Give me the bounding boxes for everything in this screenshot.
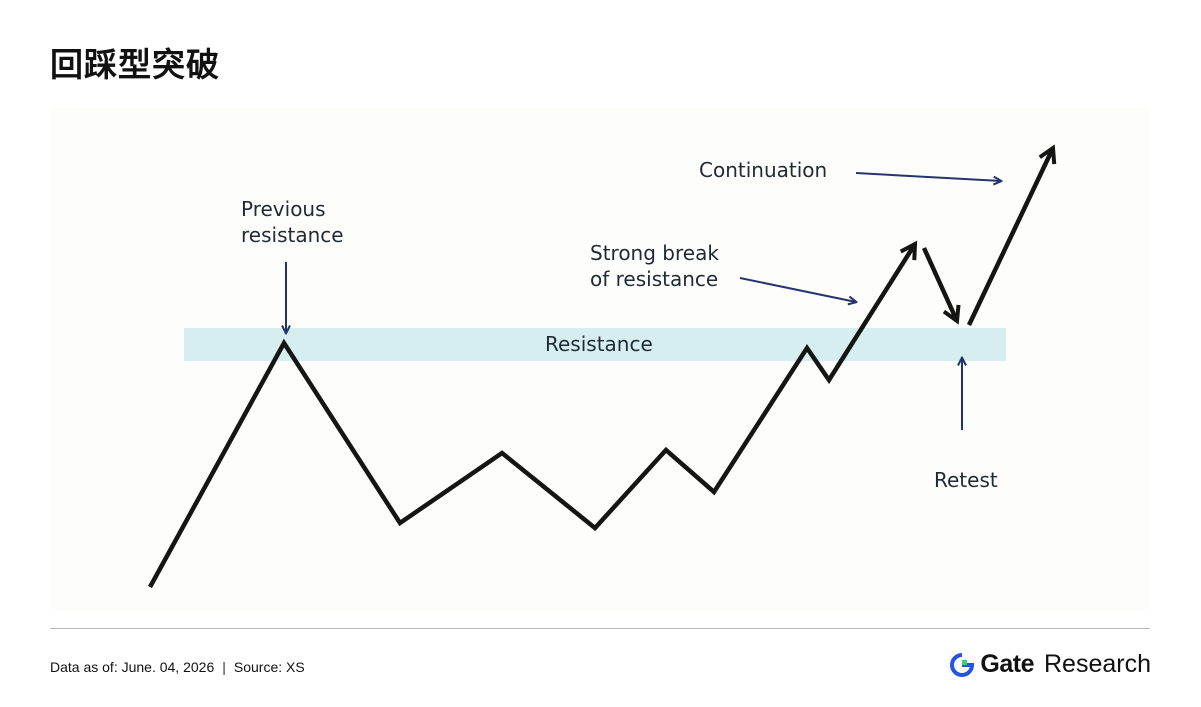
retest-drop-line [921, 247, 957, 321]
strong-break-label: Strong break of resistance [590, 240, 719, 292]
data-as-of: Data as of: June. 04, 2026 [50, 659, 215, 675]
strong-break-arrow [739, 277, 856, 302]
strong-break-label-line1: Strong break [590, 241, 719, 265]
resistance-zone [184, 328, 1006, 361]
previous-resistance-label-line1: Previous [241, 197, 326, 221]
brand-suffix: Research [1044, 650, 1151, 678]
continuation-arrow [855, 172, 1001, 181]
footer-divider [50, 628, 1150, 629]
resistance-zone-label: Resistance [545, 332, 653, 356]
page-title: 回踩型突破 [50, 45, 220, 84]
footer-separator: | [222, 659, 226, 675]
gate-logo-icon [950, 652, 975, 677]
strong-break-label-line2: of resistance [590, 267, 719, 291]
price-path [148, 244, 915, 589]
previous-resistance-label: Previous resistance [241, 196, 344, 248]
source-text: Source: XS [233, 659, 305, 675]
brand-name: Gate [980, 650, 1034, 678]
diagram-canvas [148, 108, 1150, 589]
continuation-line [966, 148, 1053, 326]
retest-label: Retest [934, 468, 998, 492]
previous-resistance-label-line2: resistance [241, 223, 344, 247]
diagram: Previous resistance Resistance Strong br… [50, 108, 1150, 611]
continuation-label: Continuation [699, 158, 828, 182]
footer-meta: Data as of: June. 04, 2026 | Source: XS [50, 659, 305, 675]
brand-logo-group: Gate Research [950, 650, 1151, 679]
